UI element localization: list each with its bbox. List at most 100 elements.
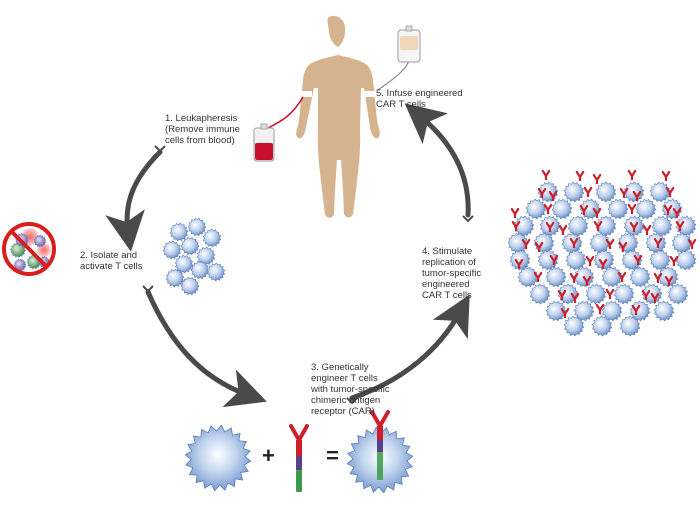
car-receptor (605, 238, 615, 249)
car-t-cell (591, 303, 613, 337)
car-t-cell (560, 307, 585, 337)
car-receptor (521, 238, 531, 249)
car-receptor (661, 170, 671, 181)
purple-cell (33, 234, 47, 248)
car-t-cell (649, 170, 671, 203)
car-receptor (650, 292, 660, 303)
car-t-cell (525, 187, 547, 220)
car-receptor (585, 255, 595, 266)
arrow-step2-to-step3 (145, 289, 267, 408)
t-cell (196, 246, 216, 266)
t-cell (202, 228, 222, 248)
car-t-cell (613, 271, 635, 305)
t-cell (169, 222, 189, 242)
car-t-cell-cluster (507, 169, 697, 337)
car-receptor (632, 190, 642, 201)
t-cell (162, 240, 182, 260)
car-receptor (557, 289, 567, 300)
car-t-cell (657, 255, 679, 288)
arrow-tail-4 (462, 215, 474, 223)
car-receptor (598, 258, 608, 269)
arrow-tail-3 (346, 397, 358, 405)
car-t-cell (548, 190, 573, 220)
tourniquet-right (364, 91, 377, 97)
tourniquet-left (299, 91, 312, 97)
car-receptor (583, 186, 593, 197)
car-receptor (641, 289, 651, 300)
car-receptor (570, 292, 580, 303)
car-t-cell-icon (346, 410, 414, 494)
car-receptor (533, 271, 543, 282)
car-t-cell (509, 238, 531, 271)
car-t-cell (649, 237, 671, 271)
car-receptor (560, 307, 570, 318)
car-t-cell (651, 204, 673, 237)
car-t-cell (629, 254, 651, 288)
car-t-cell (570, 292, 595, 322)
car-t-cell (593, 238, 615, 271)
car-receptor (617, 271, 627, 282)
car-t-cell (650, 292, 675, 322)
arrow-tail-2 (142, 285, 154, 293)
car-receptor (592, 207, 602, 218)
car-receptor (514, 258, 524, 269)
car-receptor (534, 241, 544, 252)
car-t-cell (529, 271, 551, 305)
t-cell (187, 217, 207, 237)
car-receptor (582, 275, 592, 286)
car-receptor (627, 203, 637, 214)
arrow-step4-to-step5 (404, 103, 471, 218)
car-t-cell (567, 204, 589, 237)
car-t-cell (607, 187, 629, 220)
car-receptor (543, 203, 553, 214)
car-receptor (605, 288, 615, 299)
t-cell-icon (184, 424, 252, 492)
car-receptor (537, 187, 547, 198)
arrow-step1-to-step2 (105, 149, 163, 252)
car-t-cell (623, 169, 645, 203)
car-receptor (633, 254, 643, 265)
purple-cell (13, 258, 27, 272)
car-receptor (545, 221, 555, 232)
car-t-cell (664, 275, 689, 305)
car-t-cell (598, 258, 623, 288)
car-receptor (627, 169, 637, 180)
t-cell (206, 262, 226, 282)
car-receptor (548, 190, 558, 201)
car-receptor (663, 204, 673, 215)
car-receptor (669, 255, 679, 266)
car-receptor (664, 275, 674, 286)
car-receptor (541, 169, 551, 180)
car-receptor (579, 204, 589, 215)
car-t-cell (589, 220, 611, 254)
infusion-tube (377, 60, 410, 91)
infusion-bag-icon (397, 25, 421, 63)
car-t-cell (601, 288, 623, 322)
car-receptor (510, 207, 520, 218)
car-receptor (642, 224, 652, 235)
car-t-cell (563, 170, 585, 203)
car-receptor (569, 272, 579, 283)
car-receptor-icon (289, 424, 309, 492)
equals-sign: = (326, 443, 339, 468)
car-t-cell (565, 237, 587, 271)
car-receptor (593, 220, 603, 231)
car-receptor (618, 241, 628, 252)
car-receptor (653, 237, 663, 248)
arrow-tail-1 (154, 145, 166, 153)
car-t-cell (632, 190, 657, 220)
car-receptor (511, 220, 521, 231)
car-t-cell (592, 173, 617, 203)
blood-bag-icon (253, 123, 275, 162)
car-receptor (619, 187, 629, 198)
car-receptor (687, 238, 697, 249)
car-receptor (558, 224, 568, 235)
human-figure-icon (296, 15, 380, 218)
car-receptor (575, 170, 585, 181)
car-receptor (631, 304, 641, 315)
